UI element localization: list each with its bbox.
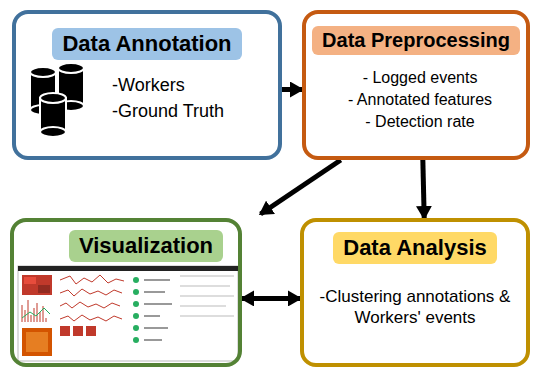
process-box: Visualization (10, 218, 242, 367)
node-heading: Data Analysis (343, 235, 486, 260)
flow-arrow (282, 87, 302, 92)
node-heading: Visualization (79, 233, 213, 258)
node-heading: Data Preprocessing (322, 29, 510, 51)
database-icon (30, 63, 84, 137)
node-text: -Ground Truth (112, 100, 224, 123)
node-heading: Data Annotation (62, 31, 231, 56)
node-text: -Clustering annotations & Workers' event… (316, 286, 514, 329)
process-box: Data Preprocessing - Logged events- Annot… (302, 10, 530, 160)
node-text: -Workers (112, 74, 185, 97)
process-box: Data Annotation -Workers -Ground Truth (12, 10, 282, 160)
heading-pill: Data Analysis (333, 232, 496, 264)
flow-arrow (423, 160, 424, 218)
flow-arrow (242, 296, 300, 301)
node-text: - Logged events (314, 68, 526, 88)
heading-pill: Data Annotation (52, 28, 241, 60)
heading-pill: Visualization (69, 230, 223, 262)
node-text: - Detection rate (314, 112, 526, 132)
flow-arrow (261, 160, 341, 214)
screenshot-illustration (18, 266, 238, 361)
process-box: Data Analysis -Clustering annotations & W… (300, 218, 530, 367)
node-text: - Annotated features (314, 90, 526, 110)
heading-pill: Data Preprocessing (312, 26, 520, 55)
